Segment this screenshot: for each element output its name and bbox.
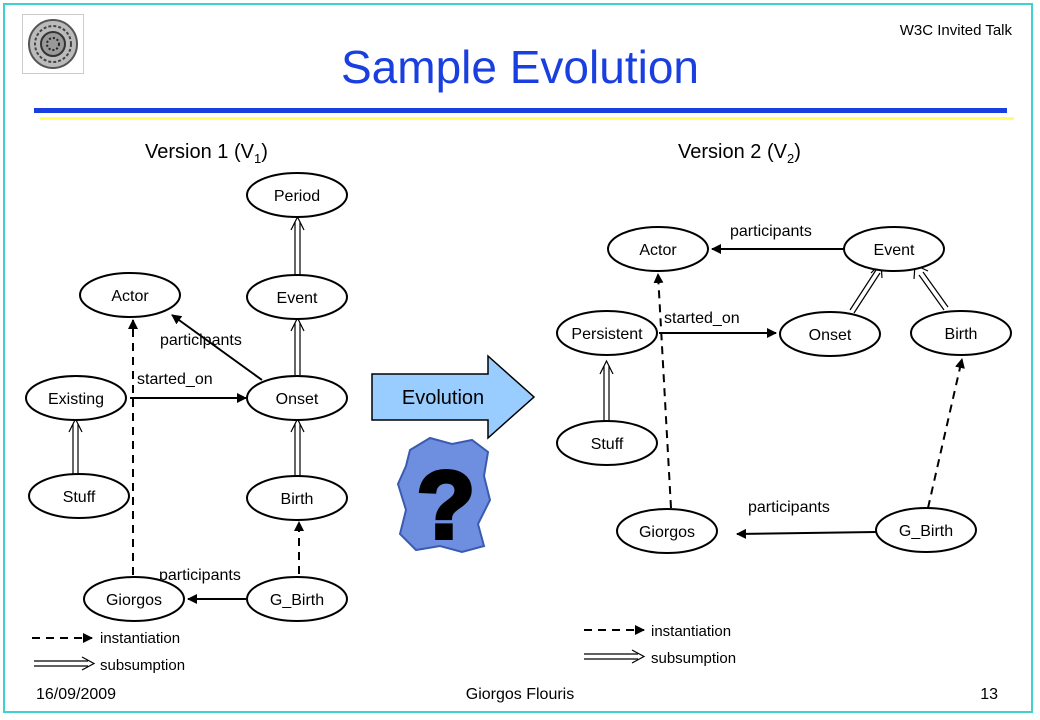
v1-edge-stuff-existing <box>68 417 83 474</box>
v1-node-existing-label: Existing <box>48 391 104 408</box>
v2-legend-subsumption: subsumption <box>651 650 736 667</box>
v2-node-event <box>843 226 945 272</box>
v1-node-birth-label: Birth <box>281 491 314 508</box>
v1-title: Version 1 (V1) <box>145 141 268 166</box>
v1-node-actor-label: Actor <box>111 288 149 305</box>
v1-property-edges <box>130 314 263 604</box>
v1-node-period <box>246 172 348 218</box>
v2-edge-birth-event <box>913 264 949 311</box>
svg-text:?: ? <box>417 452 476 559</box>
v1-node-stuff-label: Stuff <box>63 489 96 506</box>
question-mark-icon: ? <box>396 436 492 561</box>
v2-node-stuff <box>556 420 658 466</box>
v2-edge-gbirth-giorgos <box>736 528 877 539</box>
v1-legend: instantiation subsumption <box>32 630 185 674</box>
logo-icon <box>22 14 84 74</box>
v1-subsumption-edges <box>68 215 305 476</box>
v2-node-gbirth-label: G_Birth <box>899 523 953 540</box>
title-rule-yellow <box>40 117 1014 120</box>
v2-label-participants-upper: participants <box>730 223 812 240</box>
v2-node-birth <box>910 310 1012 356</box>
v1-node-event <box>246 274 348 320</box>
v2-instantiation-edges <box>653 273 965 509</box>
v1-node-giorgos <box>83 576 185 622</box>
v1-node-birth <box>246 475 348 521</box>
event-name: W3C Invited Talk <box>899 22 1012 39</box>
v1-node-gbirth-label: G_Birth <box>270 592 324 609</box>
v1-label-participants-upper: participants <box>160 332 242 349</box>
v2-edge-giorgos-actor <box>653 273 672 509</box>
v2-edge-stuff-persistent <box>599 359 614 421</box>
v2-title: Version 2 (V2) <box>678 141 801 166</box>
v2-node-actor <box>607 226 709 272</box>
v2-node-persistent-label: Persistent <box>571 326 643 343</box>
evolution-arrow: Evolution <box>371 354 536 440</box>
v1-edge-event-period <box>290 215 305 275</box>
v1-node-onset-label: Onset <box>276 391 319 408</box>
v1-edge-birth-onset <box>290 417 305 476</box>
v2-edge-gbirth-birth <box>927 358 965 509</box>
v2-node-persistent <box>556 310 658 356</box>
page-title: Sample Evolution <box>341 41 699 93</box>
v2-node-gbirth <box>875 507 977 553</box>
v1-node-gbirth <box>246 576 348 622</box>
v2-legend-instantiation: instantiation <box>651 623 731 640</box>
v2-label-started-on: started_on <box>664 310 740 327</box>
v1-node-existing <box>25 375 127 421</box>
v1-label-participants-lower: participants <box>159 567 241 584</box>
v2-legend: instantiation subsumption <box>584 623 736 667</box>
v1-legend-instantiation: instantiation <box>100 630 180 647</box>
footer-author: Giorgos Flouris <box>465 686 575 703</box>
slide-frame <box>3 3 1033 713</box>
v2-label-participants-lower: participants <box>748 499 830 516</box>
v2-node-giorgos-label: Giorgos <box>639 524 695 541</box>
v1-node-giorgos-label: Giorgos <box>106 592 162 609</box>
v1-legend-subsumption: subsumption <box>100 657 185 674</box>
v2-node-onset-label: Onset <box>809 327 852 344</box>
seal-icon <box>28 19 78 69</box>
v1-node-period-label: Period <box>274 188 320 205</box>
v2-nodes <box>556 226 1012 554</box>
v1-node-actor <box>79 272 181 318</box>
v1-node-labels: Period Actor Event Existing Onset Stuff … <box>48 188 324 609</box>
v1-nodes <box>25 172 348 622</box>
v1-node-stuff <box>28 473 130 519</box>
title-rule-blue <box>34 108 1007 113</box>
v2-node-stuff-label: Stuff <box>591 436 624 453</box>
v1-edge-onset-actor <box>171 314 263 381</box>
v2-node-giorgos <box>616 508 718 554</box>
v1-label-started-on: started_on <box>137 371 213 388</box>
v1-edge-onset-event <box>290 316 305 375</box>
v2-node-labels: Actor Event Persistent Onset Birth Stuff… <box>571 242 977 541</box>
v2-node-event-label: Event <box>874 242 915 259</box>
footer-date: 16/09/2009 <box>36 686 117 703</box>
v1-node-event-label: Event <box>277 290 318 307</box>
v2-property-edges <box>659 244 877 539</box>
v2-node-onset <box>779 311 881 357</box>
v2-node-birth-label: Birth <box>945 326 978 343</box>
v2-node-actor-label: Actor <box>639 242 677 259</box>
page-number: 13 <box>980 686 998 703</box>
v1-node-onset <box>246 375 348 421</box>
v2-subsumption-edges <box>599 261 949 421</box>
v1-instantiation-edges <box>128 319 304 575</box>
evolution-label: Evolution <box>402 387 484 409</box>
